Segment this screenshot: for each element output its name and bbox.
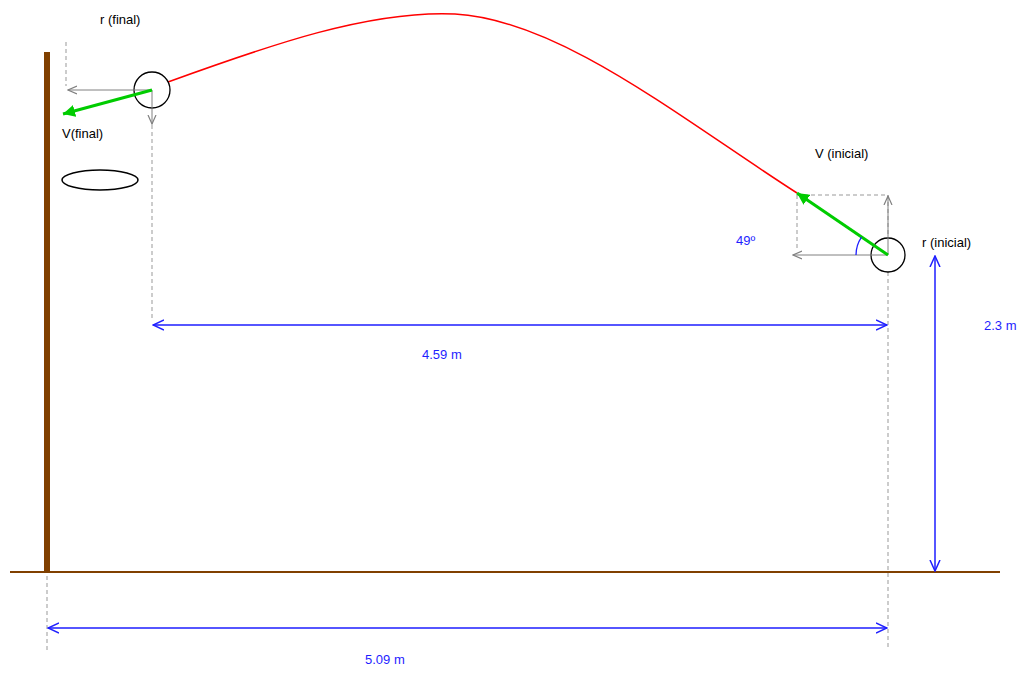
hoop-pole <box>44 52 50 572</box>
velocity-component-x <box>68 90 152 91</box>
velocity-final-arrow <box>63 90 152 114</box>
hoop-ring <box>62 170 138 190</box>
dimension-line <box>48 627 887 629</box>
ground-line <box>10 571 1000 573</box>
point-label: r (final) <box>100 12 140 28</box>
velocity-component-y <box>152 90 153 124</box>
vector-label: V(final) <box>62 126 103 142</box>
dimension-line <box>153 324 887 326</box>
trajectory-curve <box>168 14 797 193</box>
vector-label: V (inicial) <box>815 146 868 162</box>
angle-label: 49º <box>736 233 755 249</box>
guide-lines <box>47 42 888 650</box>
dimension-label: 2.3 m <box>984 318 1017 334</box>
dimension-line <box>934 256 936 571</box>
velocity-initial-arrow <box>797 193 888 255</box>
velocity-component-y <box>888 196 889 255</box>
point-label: r (inicial) <box>922 235 971 251</box>
velocity-component-x <box>793 255 888 256</box>
dimension-label: 4.59 m <box>422 347 462 363</box>
dimension-label: 5.09 m <box>365 652 405 668</box>
angle-arc <box>856 237 862 255</box>
